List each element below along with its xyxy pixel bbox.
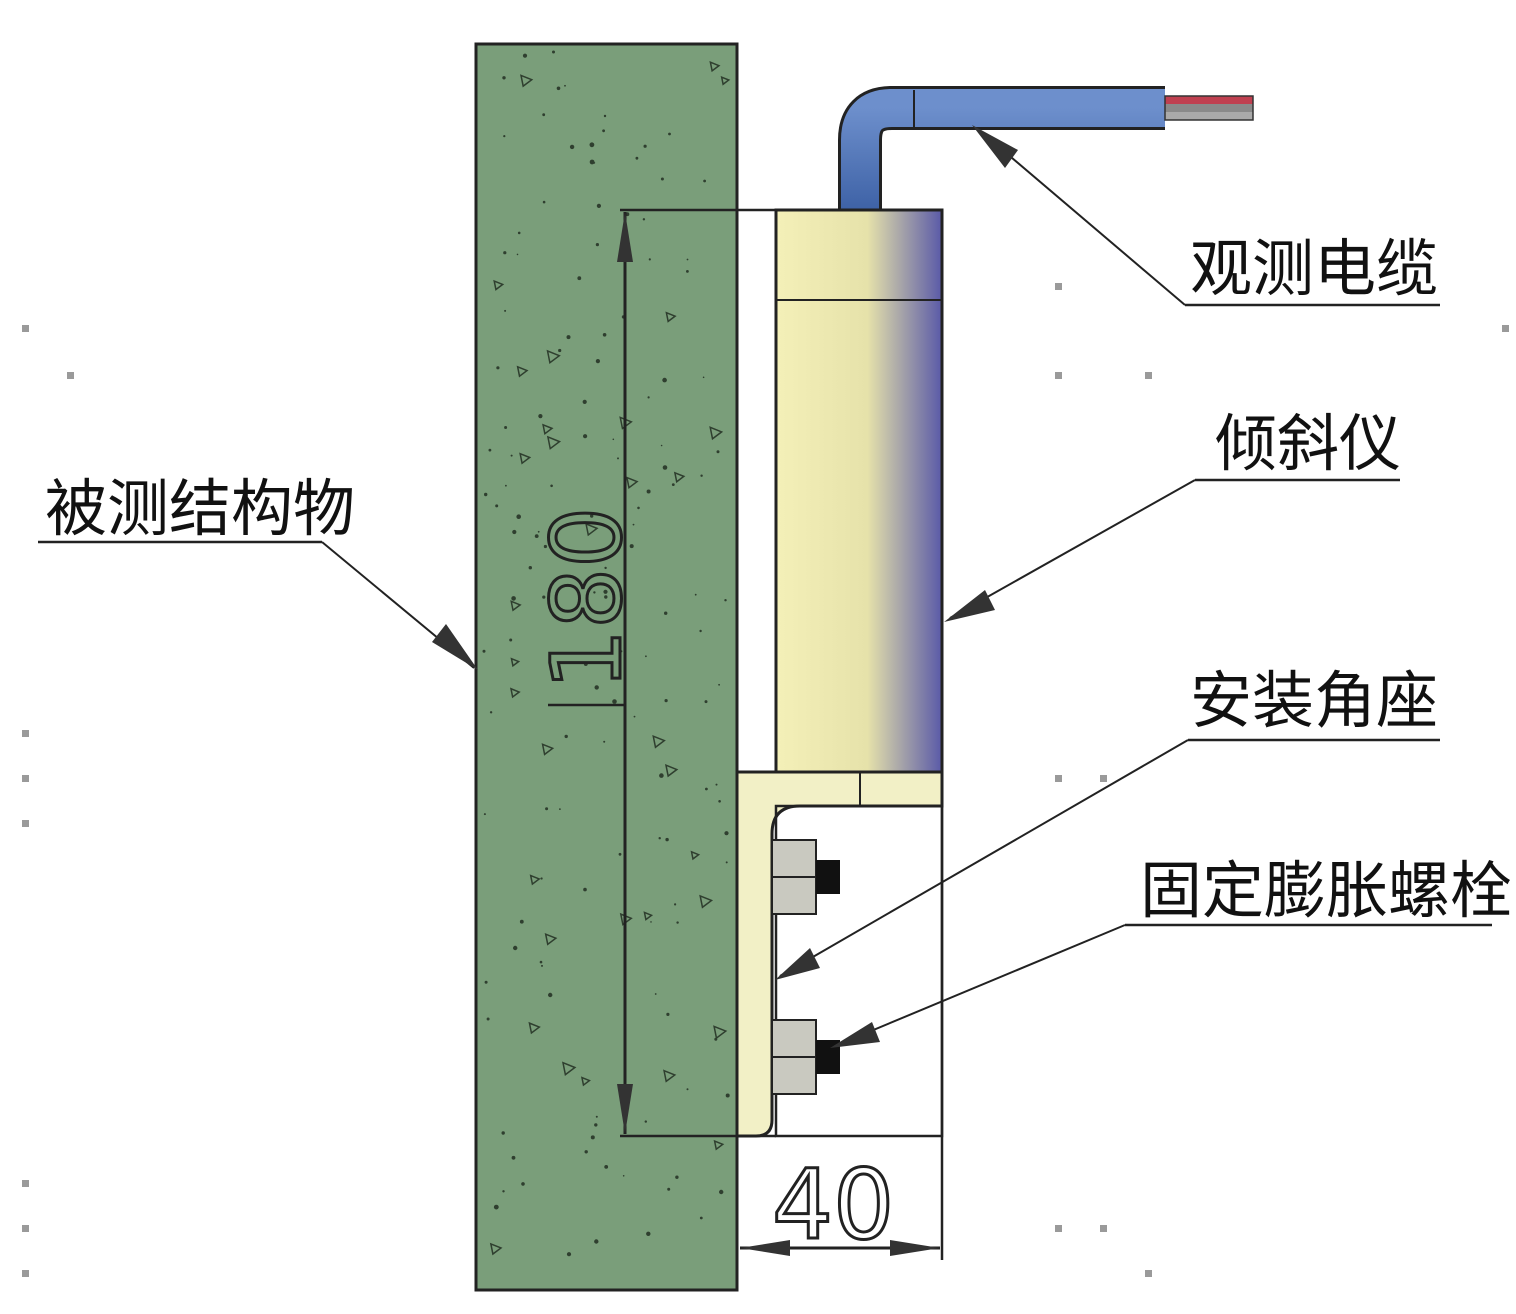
- expansion-bolt-lower: [771, 1019, 840, 1095]
- dimension-width-label: 40: [772, 1149, 894, 1261]
- dimension-height: 180: [530, 208, 776, 1138]
- label-bolt: 固定膨胀螺栓: [1140, 854, 1512, 927]
- concrete-speckles: [482, 50, 731, 1257]
- cable: [838, 86, 1254, 210]
- callout-inclinometer: 倾斜仪: [944, 407, 1401, 622]
- label-bracket: 安装角座: [1190, 664, 1438, 737]
- callout-bolt: 固定膨胀螺栓: [830, 854, 1512, 1048]
- expansion-bolt-upper: [771, 839, 840, 915]
- mounting-bracket: [735, 770, 944, 1138]
- callout-bracket: 安装角座: [775, 664, 1440, 980]
- callout-structure: 被测结构物: [38, 472, 478, 670]
- callout-cable: 观测电缆: [972, 125, 1440, 307]
- label-structure: 被测结构物: [45, 472, 355, 545]
- label-cable: 观测电缆: [1190, 232, 1438, 305]
- dimension-height-label: 180: [531, 507, 643, 690]
- structure-wall: [474, 42, 739, 1292]
- inclinometer: [774, 208, 944, 807]
- label-inclinometer: 倾斜仪: [1215, 407, 1401, 480]
